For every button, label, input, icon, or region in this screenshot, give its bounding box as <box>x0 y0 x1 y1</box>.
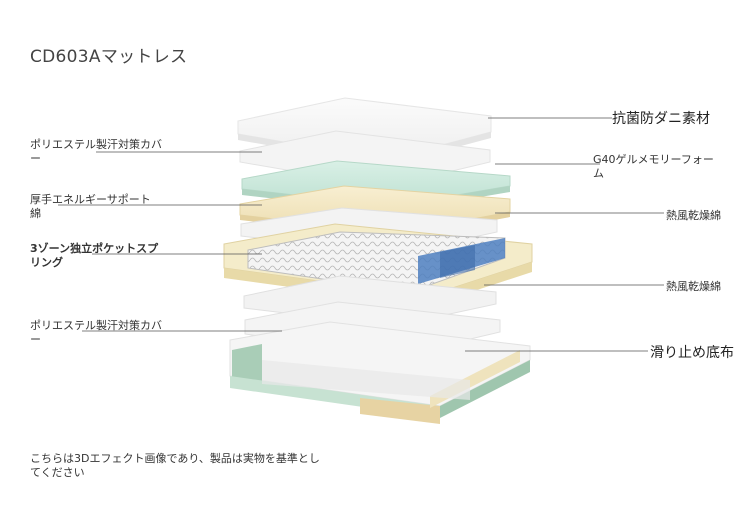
disclaimer-note: こちらは3Dエフェクト画像であり、製品は実物を基準としてください <box>30 452 320 479</box>
leader-lines <box>58 117 664 352</box>
label-pocket-spring: 3ゾーン独立ポケットスプリング <box>30 242 159 269</box>
layer-non-slip-base <box>229 321 531 424</box>
label-gel-memory-foam: G40ゲルメモリーフォーム <box>593 153 714 180</box>
label-hot-air-cotton-2: 熱風乾燥綿 <box>666 280 721 293</box>
product-title: CD603Aマットレス <box>30 47 188 67</box>
label-cover-top: ポリエステル製汗対策カバー <box>30 138 162 165</box>
label-cover-bottom: ポリエステル製汗対策カバー <box>30 319 162 346</box>
label-support-foam: 厚手エネルギーサポート綿 <box>30 193 151 220</box>
layer-pocket-spring <box>223 223 533 306</box>
label-non-slip-base: 滑り止め底布 <box>650 345 734 361</box>
label-hot-air-cotton-1: 熱風乾燥綿 <box>666 209 721 222</box>
label-antibacterial: 抗菌防ダニ素材 <box>612 111 710 127</box>
